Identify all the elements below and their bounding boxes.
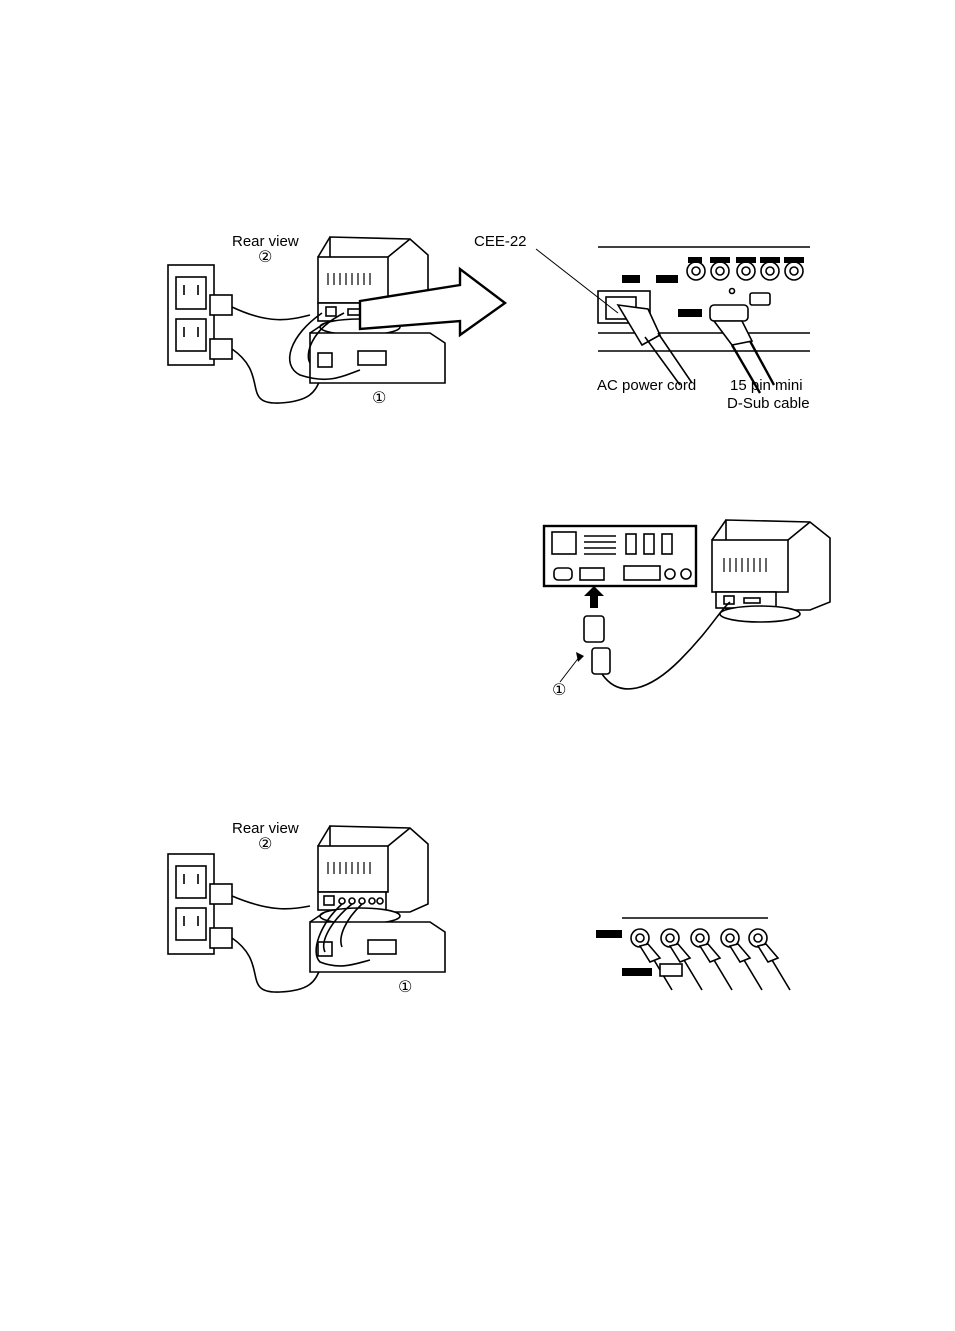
figure-bnc-detail — [592, 910, 802, 1000]
figure-mac-adapter: ① — [540, 510, 840, 710]
mac-adapter-drawing — [540, 510, 840, 710]
figure-pc-monitor-rear-1: Rear view ② ① — [160, 225, 450, 415]
pc-monitor-bnc-drawing — [160, 812, 450, 1007]
bnc-detail-drawing — [592, 910, 802, 1000]
pc-monitor-drawing — [160, 225, 450, 415]
figure-rear-panel-detail: CEE-22 AC power cord 15 pin mini D-Sub c… — [470, 225, 820, 420]
figure-pc-monitor-rear-2: Rear view ② ① — [160, 812, 450, 1007]
port-a-label-block — [622, 968, 652, 976]
rear-panel-drawing — [470, 225, 820, 420]
port-b-label-block — [596, 930, 622, 938]
